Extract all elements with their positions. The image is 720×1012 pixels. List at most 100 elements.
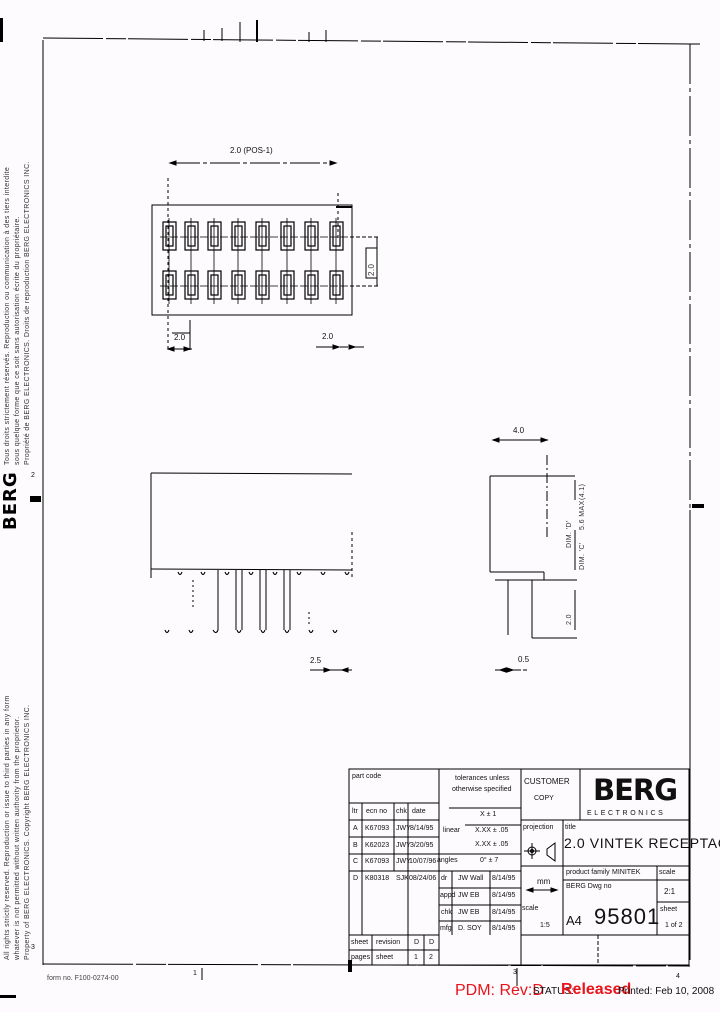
revision-label: revision (376, 939, 401, 946)
drawing-title: 2.0 VINTEK RECEPTACLE (564, 835, 720, 851)
notice-en-line-1: All rights strictly reserved. Reproducti… (4, 695, 11, 960)
pitch-dimension-right: 2.0 (322, 332, 334, 341)
row-pitch-dimension: 2.0 (367, 263, 376, 276)
scale-label: scale (659, 869, 676, 876)
rev-ltr: D (353, 875, 359, 882)
approval-date: 8/14/95 (492, 909, 516, 916)
zone-mark-2: 2 (31, 472, 35, 479)
approval-role: mfg (440, 925, 452, 932)
approval-name: JW EB (458, 909, 480, 916)
rev-ecn: K80318 (365, 875, 390, 882)
approval-date: 8/14/95 (492, 892, 516, 899)
end-view-pin-dimension: 0.5 (518, 655, 530, 664)
notice-fr-line-2: sous quelque forme que ce soit sans auto… (14, 215, 21, 465)
scale-small-value: 1:5 (540, 922, 550, 929)
printed-date: Printed: Feb 10, 2008 (618, 986, 715, 997)
projection-label: projection (523, 824, 554, 831)
pages-c2: 2 (429, 954, 433, 961)
rev-date: 08/24/06 (409, 875, 437, 882)
approval-role: appd (440, 892, 456, 899)
rev-header-ltr: ltr (352, 808, 358, 815)
rev-chk: SJK (396, 875, 409, 882)
rev-chk: JWY (396, 842, 411, 849)
drawing-no-label: BERG Dwg no (566, 883, 612, 890)
notice-fr-line-1: Tous droits strictement réservés. Reprod… (4, 166, 11, 465)
tolerance-3-value: X.XX ± .05 (475, 841, 509, 848)
approval-name: JW Wall (458, 875, 484, 882)
product-family-value: MINITEK (612, 869, 641, 876)
rev-date: 10/07/96 (409, 858, 437, 865)
rev-chk: JWY (396, 825, 411, 832)
scale-small-label: scale (522, 905, 539, 912)
rev-date: 3/20/95 (410, 842, 434, 849)
rev-ltr: C (353, 858, 359, 865)
berg-logo: BERG (593, 773, 678, 807)
revision-c1: D (414, 939, 420, 946)
rev-header-ecn: ecn no (366, 808, 388, 815)
scale-value: 2:1 (664, 887, 676, 896)
margin-berg-logo: BERG (0, 471, 21, 530)
notice-en-line-2: whatever is not permitted without writte… (14, 716, 21, 960)
pitch-dimension-left: 2.0 (174, 333, 186, 342)
approval-name: D. SOY (458, 925, 482, 932)
rev-ecn: K62023 (365, 842, 390, 849)
rev-chk: JWY (396, 858, 411, 865)
title-block-grid (201, 768, 690, 986)
side-view-dimension: 2.5 (310, 656, 322, 665)
approval-date: 8/14/95 (492, 875, 516, 882)
tolerance-angles-label: angles (437, 857, 458, 864)
product-family-label: product family (566, 869, 610, 876)
rev-ecn: K67093 (365, 825, 390, 832)
approval-role: chk (441, 909, 452, 916)
zone-mark-footer-left: 1 (193, 970, 197, 977)
tolerance-linear-label: linear (443, 827, 461, 834)
zone-mark-footer-mid: 3 (513, 969, 517, 976)
end-view (489, 437, 577, 673)
end-view-label-4-1: (4.1) (579, 483, 586, 500)
units-label: mm (537, 877, 551, 886)
pages-sheet-label: sheet (376, 954, 394, 961)
approval-name: JW EB (458, 892, 480, 899)
revision-c2: D (429, 939, 435, 946)
top-dimension-label: 2.0 (POS-1) (230, 146, 273, 155)
rev-header-date: date (412, 808, 426, 815)
tolerance-note-2: otherwise specified (452, 786, 512, 793)
tolerance-note-1: tolerances unless (455, 775, 510, 782)
end-view-label-max: 5.6 MAX (579, 500, 586, 530)
rev-date: 8/14/95 (410, 825, 434, 832)
approval-date: 8/14/95 (492, 925, 516, 932)
side-view (150, 472, 353, 673)
pdm-revision: PDM: Rev:D (455, 982, 544, 999)
rev-ecn: K67093 (365, 858, 390, 865)
top-view (151, 160, 380, 352)
drawing-number: 95801 (594, 904, 661, 929)
form-reference: form no. F100-0274-00 (47, 975, 119, 982)
notice-en-line-3: Property of BERG ELECTRONICS. Copyright … (24, 704, 31, 960)
end-view-label-dim-d: DIM. 'D' (566, 520, 573, 548)
rev-header-chk: chk (396, 808, 407, 815)
customer-copy-line-1: CUSTOMER (524, 777, 570, 786)
zone-mark-3: 3 (31, 944, 35, 951)
customer-copy-line-2: COPY (534, 795, 554, 802)
status-value: Released (561, 981, 632, 998)
zone-mark-footer-right: 4 (676, 973, 680, 980)
electronics-label: ELECTRONICS (587, 810, 666, 817)
sheet-label: sheet (351, 939, 369, 946)
sheet-value: 1 of 2 (665, 922, 683, 929)
tolerance-2-value: X.XX ± .05 (475, 827, 509, 834)
tolerance-1-value: X ± 1 (480, 811, 497, 818)
status-label: STATUS: (533, 986, 574, 997)
title-label: title (565, 824, 576, 831)
rev-ltr: B (353, 842, 358, 849)
rev-ltr: A (353, 825, 358, 832)
pages-c1: 1 (414, 954, 418, 961)
pages-label: pages (351, 954, 371, 961)
end-view-width-dimension: 4.0 (513, 426, 525, 435)
contact-cavities (160, 218, 350, 304)
part-code-label: part code (352, 773, 382, 780)
notice-fr-line-3: Propriété de BERG ELECTRONICS. Droits de… (24, 161, 31, 465)
end-view-label-pin: 2.0 (566, 614, 573, 625)
approval-role: dr (441, 875, 448, 882)
end-view-label-dim-c: DIM. 'C' (579, 542, 586, 570)
